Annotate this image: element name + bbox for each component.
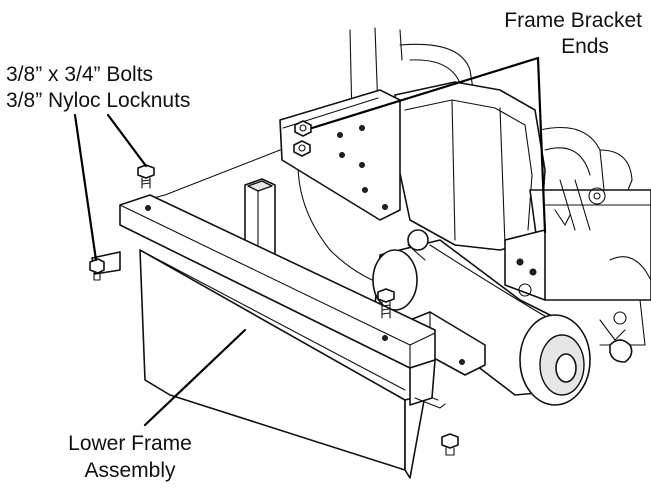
- bolt-top-left: [137, 164, 155, 189]
- frame-bracket-right-end: [504, 229, 546, 301]
- leader-bracket-upper: [310, 56, 540, 130]
- bracket-nut-upper: [294, 120, 312, 137]
- leader-bolt: [106, 113, 148, 168]
- bolt-center: [377, 288, 395, 319]
- leader-bracket-right: [536, 56, 547, 234]
- locknut-left: [89, 258, 105, 281]
- leader-lower-frame: [143, 328, 247, 427]
- label-bolts: 3/8” x 3/4” Bolts: [6, 63, 153, 86]
- leader-lines: [73, 56, 547, 427]
- label-frame-bracket-line2: Ends: [561, 35, 609, 58]
- bracket-nut-lower: [293, 140, 311, 157]
- label-lower-frame-line2: Assembly: [84, 459, 176, 482]
- leader-locknut: [73, 113, 98, 262]
- lower-frame-front-wall: [139, 249, 406, 471]
- label-lower-frame-line1: Lower Frame: [68, 432, 192, 455]
- side-frame: [529, 189, 651, 301]
- label-frame-bracket-line1: Frame Bracket: [504, 9, 642, 32]
- locknut-bottom: [441, 433, 459, 456]
- frame-bracket: [279, 89, 401, 221]
- label-locknuts: 3/8” Nyloc Locknuts: [6, 89, 190, 112]
